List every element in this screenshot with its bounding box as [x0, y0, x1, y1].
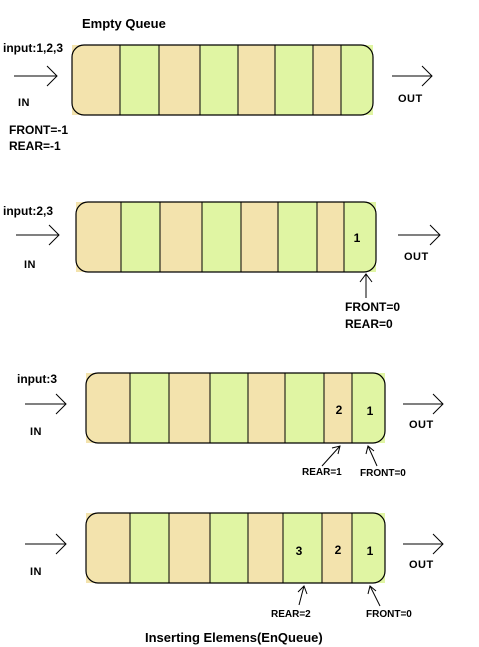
queue-4-cell-4 — [210, 513, 248, 583]
queue-4-in-arrow — [25, 533, 67, 555]
queue-3-in-arrow — [25, 393, 67, 415]
queue-1-cell-2 — [120, 45, 159, 115]
queue-panel-1 — [14, 44, 433, 116]
queue-2-cell-7 — [317, 202, 344, 272]
queue-4-cell-6 — [283, 513, 322, 583]
queue-1-cell-4 — [200, 45, 238, 115]
queue-2-cells — [76, 202, 376, 272]
queue-3-cell-6 — [285, 373, 324, 443]
queue-1-outline — [71, 44, 374, 116]
panel-1-rear-label: REAR=-1 — [9, 139, 61, 153]
queue-2-cell-5 — [241, 202, 278, 272]
queue-4-cell-2 — [130, 513, 169, 583]
queue-4-cell-1 — [86, 513, 130, 583]
queue-1-in-arrow — [14, 65, 58, 87]
queue-3-dividers — [129, 373, 353, 443]
queue-4-cell-5 — [248, 513, 283, 583]
queue-2-cell-6 — [278, 202, 317, 272]
queue-4-cells — [86, 513, 385, 583]
panel-2-in-label: IN — [24, 259, 36, 271]
queue-panel-4 — [25, 512, 444, 607]
queue-3-rear-arrow — [321, 445, 341, 467]
panel-2-front-label: FRONT=0 — [345, 300, 401, 314]
queue-1-out-arrow — [392, 65, 433, 87]
queue-4-cell-8-value: 1 — [366, 544, 374, 558]
queue-2-dividers — [120, 202, 345, 272]
queue-2-outline — [75, 201, 377, 273]
panel-3-input-label: input:3 — [17, 372, 57, 386]
panel-4-rear-label: REAR=2 — [271, 609, 311, 620]
panel-3-front-label: FRONT=0 — [360, 468, 406, 479]
queue-4-outline — [85, 512, 386, 584]
queue-4-cell-6-value: 3 — [295, 544, 303, 558]
queue-2-pointer-arrow — [359, 273, 373, 298]
queue-3-cell-4 — [210, 373, 248, 443]
panel-4-in-label: IN — [30, 566, 42, 578]
queue-2-cell-8 — [344, 202, 376, 272]
queue-1-cell-5 — [238, 45, 275, 115]
queue-4-rear-arrow — [297, 585, 308, 606]
queue-3-cell-7-value: 2 — [335, 403, 343, 417]
panel-4-out-label: OUT — [409, 559, 434, 571]
queue-1-cell-3 — [159, 45, 200, 115]
queue-4-cell-3 — [169, 513, 210, 583]
queue-panel-2 — [16, 201, 441, 298]
panel-1-input-label: input:1,2,3 — [3, 41, 64, 55]
queue-3-cell-2 — [130, 373, 169, 443]
queue-3-cells — [86, 373, 385, 443]
panel-1-front-label: FRONT=-1 — [9, 123, 69, 137]
queue-2-in-arrow — [16, 224, 60, 246]
queue-4-cell-7-value: 2 — [334, 543, 342, 557]
queue-2-cell-3 — [160, 202, 202, 272]
panel-3-out-label: OUT — [409, 419, 434, 431]
queue-3-cell-3 — [169, 373, 210, 443]
queue-1-cell-6 — [275, 45, 313, 115]
queue-4-out-arrow — [403, 533, 444, 555]
queue-1-cell-1 — [72, 45, 120, 115]
panel-3-in-label: IN — [30, 426, 42, 438]
queue-2-cell-1 — [76, 202, 121, 272]
queue-3-out-arrow — [403, 393, 444, 415]
panel-3-rear-label: REAR=1 — [302, 467, 342, 478]
queue-3-cell-1 — [86, 373, 130, 443]
title-empty-queue: Empty Queue — [82, 16, 166, 31]
panel-1-out-label: OUT — [398, 93, 423, 105]
queue-4-dividers — [129, 513, 353, 583]
panel-4-front-label: FRONT=0 — [366, 609, 412, 620]
queue-3-cell-5 — [248, 373, 285, 443]
panel-2-rear-label: REAR=0 — [345, 317, 393, 331]
queue-1-cells — [72, 45, 373, 115]
queue-1-cell-7 — [313, 45, 341, 115]
queue-2-out-arrow — [398, 224, 441, 246]
queue-2-cell-2 — [121, 202, 160, 272]
caption: Inserting Elemens(EnQueue) — [145, 630, 323, 645]
panel-2-input-label: input:2,3 — [3, 204, 53, 218]
queue-3-outline — [85, 372, 386, 444]
queue-3-cell-8 — [352, 373, 385, 443]
queue-3-cell-8-value: 1 — [366, 404, 374, 418]
queue-4-cell-7 — [322, 513, 352, 583]
queue-2-cell-4 — [202, 202, 241, 272]
queue-3-cell-7 — [324, 373, 352, 443]
queue-3-front-arrow — [365, 445, 378, 467]
panel-1-in-label: IN — [18, 97, 30, 109]
queue-4-cell-8 — [352, 513, 385, 583]
queue-1-dividers — [119, 45, 342, 115]
queue-1-cell-8 — [341, 45, 373, 115]
queue-4-front-arrow — [367, 585, 381, 607]
queue-panel-3 — [25, 372, 444, 467]
panel-2-out-label: OUT — [404, 251, 429, 263]
queue-2-cell-8-value: 1 — [353, 231, 361, 245]
